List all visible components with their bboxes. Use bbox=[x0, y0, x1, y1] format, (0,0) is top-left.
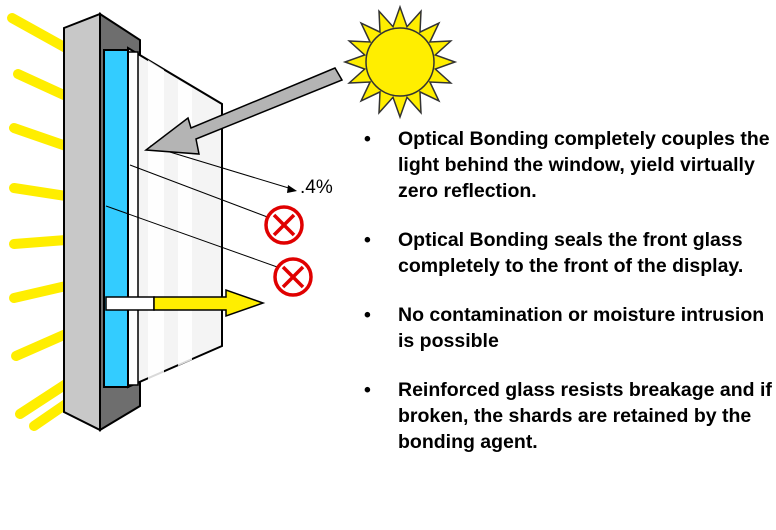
sun-disc bbox=[365, 27, 435, 97]
bullet-item: • Reinforced glass resists breakage and … bbox=[352, 377, 772, 455]
no-reflection-icon bbox=[273, 257, 313, 297]
display-frame bbox=[63, 12, 101, 432]
bullet-text: Reinforced glass resists breakage and if… bbox=[398, 379, 772, 453]
bullet-text: No contamination or moisture intrusion i… bbox=[398, 304, 765, 352]
backlight-ray bbox=[7, 13, 71, 53]
front-glass bbox=[127, 46, 223, 389]
bullet-marker: • bbox=[364, 128, 371, 150]
sun-icon bbox=[342, 4, 458, 120]
incoming-light-arrow bbox=[143, 67, 344, 155]
backlight-ray bbox=[13, 69, 71, 101]
reflection-line bbox=[105, 205, 281, 269]
reflection-line bbox=[149, 145, 293, 190]
backlight-rays bbox=[7, 13, 71, 431]
backlight-ray bbox=[15, 379, 71, 419]
backlight-ray bbox=[9, 281, 71, 303]
bullet-marker: • bbox=[364, 229, 371, 251]
transmitted-light-arrow bbox=[153, 288, 266, 318]
bullet-item: • Optical Bonding completely couples the… bbox=[352, 126, 772, 204]
bullet-text: Optical Bonding seals the front glass co… bbox=[398, 229, 744, 277]
transmitted-light-band bbox=[105, 296, 155, 311]
bullet-marker: • bbox=[364, 379, 371, 401]
reflection-line bbox=[129, 164, 271, 219]
bullet-text: Optical Bonding completely couples the l… bbox=[398, 128, 770, 202]
bonding-layer bbox=[127, 51, 139, 386]
backlight-ray bbox=[9, 235, 71, 249]
lcd-layer bbox=[103, 49, 129, 388]
reflection-label: .4% bbox=[300, 177, 333, 198]
bullet-item: • No contamination or moisture intrusion… bbox=[352, 302, 772, 354]
backlight-ray bbox=[9, 123, 71, 151]
bullet-item: • Optical Bonding seals the front glass … bbox=[352, 227, 772, 279]
bullet-marker: • bbox=[364, 304, 371, 326]
backlight-ray bbox=[11, 329, 71, 361]
no-reflection-icon bbox=[264, 205, 304, 245]
bullet-list: • Optical Bonding completely couples the… bbox=[352, 126, 772, 478]
reflection-arrowhead bbox=[287, 185, 297, 193]
backlight-ray bbox=[9, 183, 71, 201]
backlight-ray bbox=[29, 399, 71, 431]
